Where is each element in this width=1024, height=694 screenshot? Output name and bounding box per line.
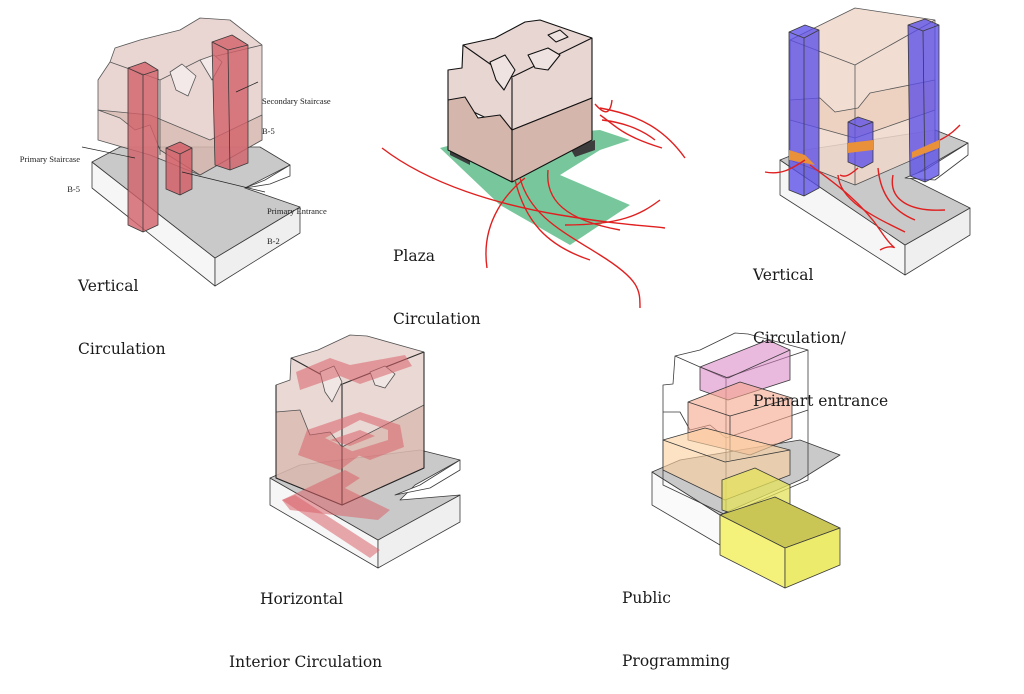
vertical-circulation-entrance-diagram <box>764 7 971 276</box>
entrance-band <box>848 140 873 153</box>
caption-vertical-circulation: Vertical Circulation <box>78 234 166 381</box>
leader-line-primary-entrance <box>181 171 266 193</box>
annotation-title: Primary Entrance <box>267 206 327 216</box>
primary-entrance-volume <box>165 141 193 196</box>
caption-public-programming: Public Programming <box>622 546 730 693</box>
plaza-circulation-paths <box>381 99 686 309</box>
caption-line: Plaza <box>393 247 436 265</box>
plaza-volume-side <box>784 527 841 589</box>
caption-line: Public <box>622 589 671 607</box>
caption-line: Vertical <box>78 277 139 295</box>
horizontal-circulation-paths <box>282 355 412 558</box>
annotation-secondary-staircase: Secondary Staircase B-5 <box>262 76 331 146</box>
entrance-band <box>789 150 815 165</box>
program-block-plaza <box>719 467 841 589</box>
caption-line: Interior Circulation <box>229 653 383 671</box>
horizontal-interior-circulation-diagram <box>269 334 461 569</box>
vertical-core-right <box>907 18 940 183</box>
caption-line: Programming <box>622 652 731 670</box>
caption-vertical-circulation-entrance: Vertical Circulation/ Primart entrance <box>753 223 888 433</box>
annotation-title: Secondary Staircase <box>262 96 331 106</box>
annotation-primary-staircase: Primary Staircase B-5 <box>12 134 80 204</box>
annotation-code: B-5 <box>67 184 80 194</box>
circulation-paths <box>764 124 961 251</box>
vertical-core-left <box>788 24 820 197</box>
entrance-band <box>912 140 939 158</box>
vertical-core-center <box>847 116 874 169</box>
leader-line-primary-staircase <box>81 146 136 159</box>
annotation-code: B-5 <box>262 126 275 136</box>
program-block-upper <box>699 339 791 401</box>
caption-line: Circulation/ <box>753 329 846 347</box>
caption-plaza-circulation: Plaza Circulation <box>393 204 481 351</box>
building-mass <box>447 19 595 183</box>
annotation-primary-entrance: Primary Entrance B-2 <box>267 186 327 256</box>
caption-line: Horizontal <box>259 590 344 608</box>
diagram-canvas: .ln { stroke:#3a3a3a; stroke-width:0.8; … <box>81 7 971 589</box>
primary-staircase <box>127 61 159 233</box>
caption-line: Circulation <box>78 340 166 358</box>
annotation-code: B-2 <box>267 236 280 246</box>
caption-line: Vertical <box>753 266 814 284</box>
plaza-circulation-diagram <box>381 19 686 309</box>
caption-horizontal-interior-circulation: Horizontal Interior Circulation <box>229 547 383 694</box>
building-mass <box>789 7 936 186</box>
leader-line-secondary-staircase <box>235 81 259 93</box>
vertical-circulation-diagram <box>81 17 301 287</box>
annotation-title: Primary Staircase <box>19 154 80 164</box>
public-programming-diagram <box>651 332 841 589</box>
caption-line: Circulation <box>393 310 481 328</box>
caption-line: Primart entrance <box>753 392 889 410</box>
secondary-staircase <box>211 34 249 171</box>
